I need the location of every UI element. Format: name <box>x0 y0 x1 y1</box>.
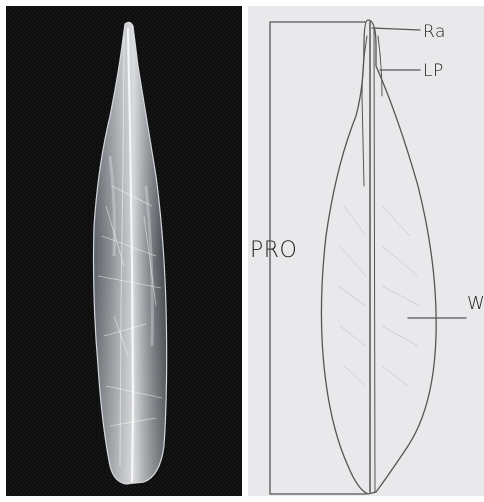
label-lp: LP <box>423 61 444 81</box>
specimen-photo <box>6 6 242 496</box>
sketch-outline <box>321 20 436 494</box>
label-pro: PRO <box>250 238 297 263</box>
specimen-photo-drawing <box>6 6 242 496</box>
specimen-sketch: Ra LP PRO W <box>248 6 484 496</box>
label-w: W <box>467 293 484 314</box>
ra-leader <box>372 28 420 30</box>
label-ra: Ra <box>423 22 446 42</box>
